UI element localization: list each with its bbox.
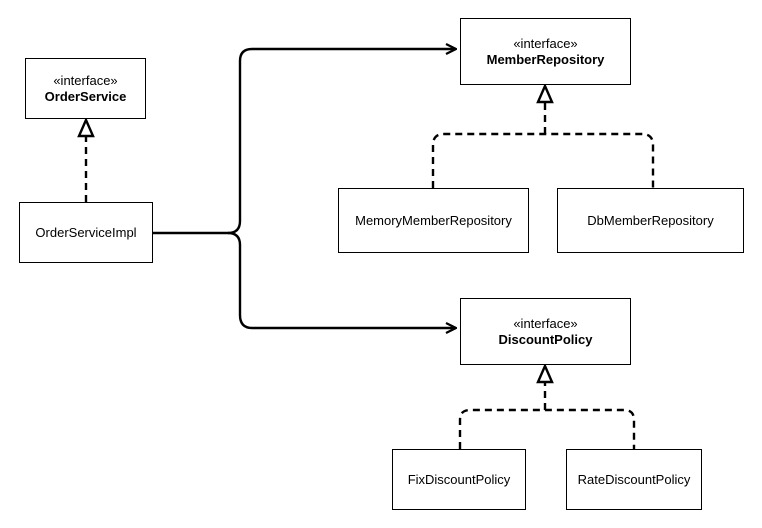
interface-name: OrderService <box>44 88 127 104</box>
realization-orderserviceimpl-to-orderservice <box>77 117 95 202</box>
interface-discount-policy: «interface» DiscountPolicy <box>460 298 631 365</box>
stereotype-label: «interface» <box>513 315 578 331</box>
class-fix-discount-policy: FixDiscountPolicy <box>392 449 526 510</box>
class-name: DbMemberRepository <box>587 212 714 228</box>
interface-order-service: «interface» OrderService <box>25 58 146 119</box>
class-db-member-repository: DbMemberRepository <box>557 188 744 253</box>
stereotype-label: «interface» <box>513 35 578 51</box>
realization-arrowhead <box>536 363 554 384</box>
realization-arrowhead <box>536 83 554 104</box>
class-name: MemoryMemberRepository <box>355 212 512 228</box>
class-name: FixDiscountPolicy <box>407 471 511 487</box>
association-orderserviceimpl-to-discountpolicy <box>227 231 456 328</box>
stereotype-label: «interface» <box>53 72 118 88</box>
realization-discountpolicies-to-discountpolicy <box>458 363 636 449</box>
class-memory-member-repository: MemoryMemberRepository <box>338 188 529 253</box>
class-rate-discount-policy: RateDiscountPolicy <box>566 449 702 510</box>
realization-arrowhead <box>77 117 95 138</box>
realization-memberrepositories-to-memberrepository <box>431 83 655 188</box>
interface-member-repository: «interface» MemberRepository <box>460 18 631 85</box>
interface-name: MemberRepository <box>486 51 605 67</box>
class-name: OrderServiceImpl <box>35 224 137 240</box>
class-order-service-impl: OrderServiceImpl <box>19 202 153 263</box>
interface-name: DiscountPolicy <box>498 331 593 347</box>
class-name: RateDiscountPolicy <box>577 471 691 487</box>
association-orderserviceimpl-to-memberrepository <box>153 49 456 235</box>
